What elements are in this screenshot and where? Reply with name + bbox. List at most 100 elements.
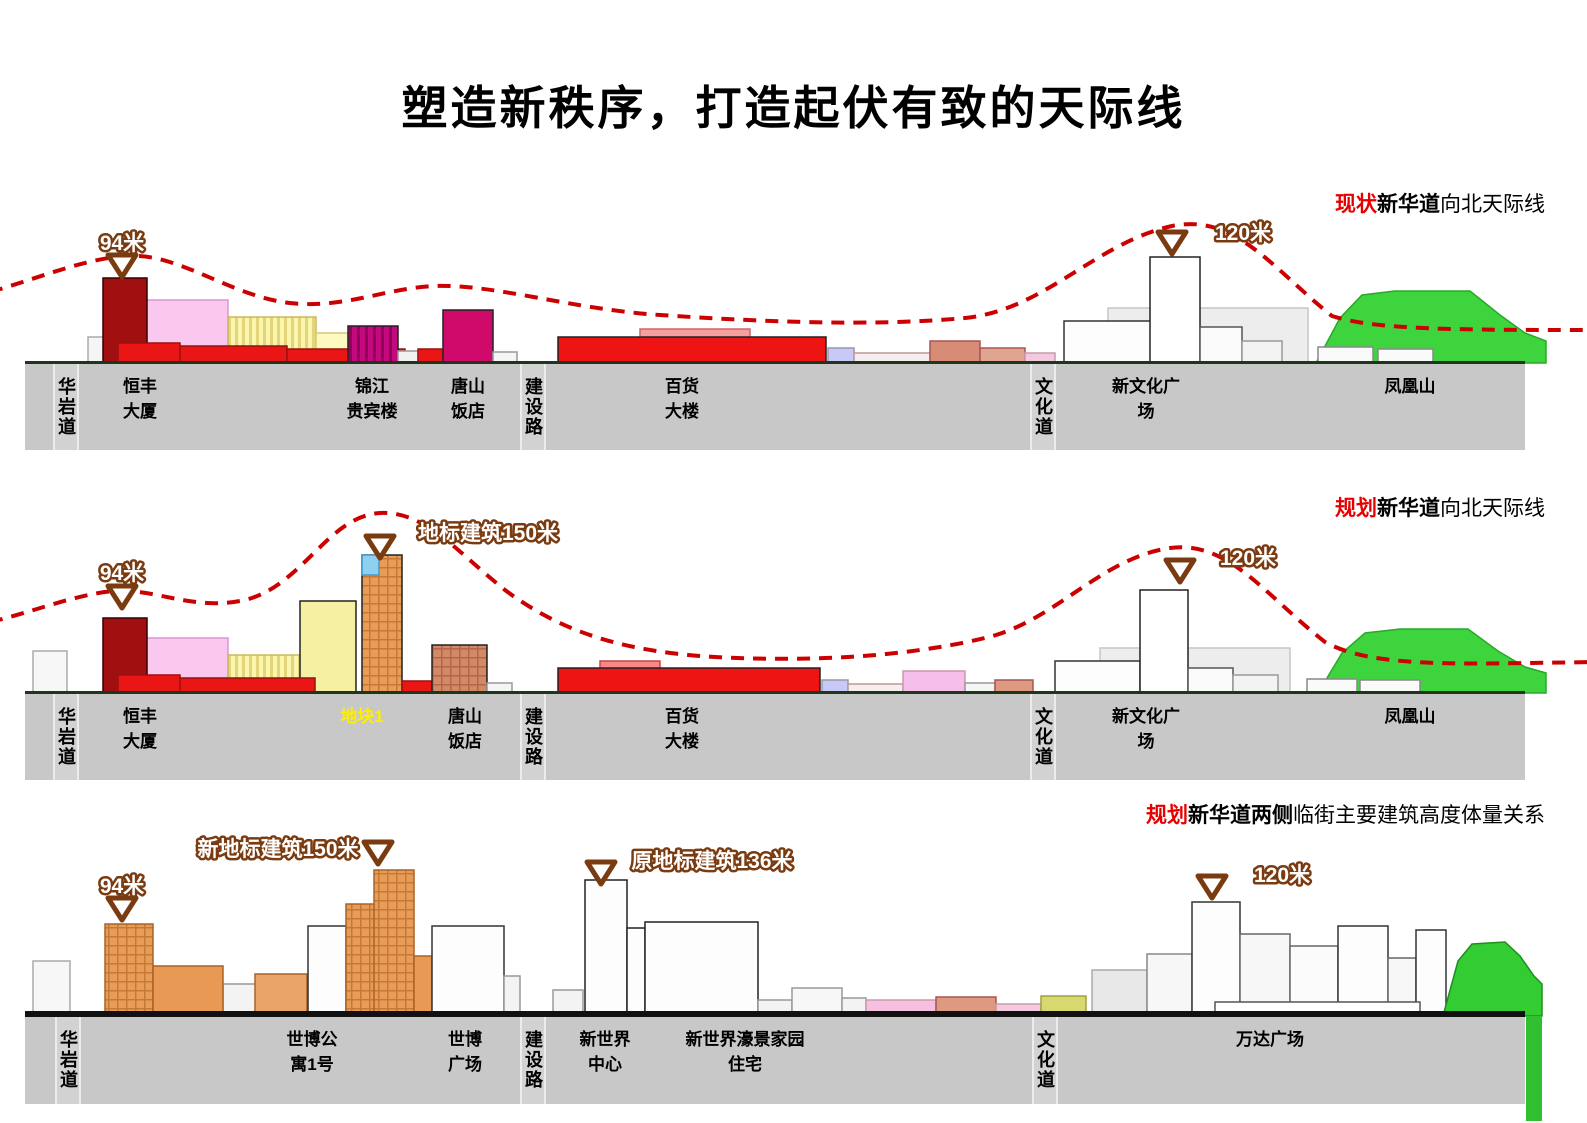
height-label: 120米 [1215,222,1272,245]
caption-road-name: 新华道两侧 [1188,804,1293,827]
place-label: 新文化广 场 [1112,377,1180,421]
background-block [1107,307,1309,364]
pink-lowrise [865,999,937,1017]
small-building [315,332,349,364]
height-label: 120米 [1254,864,1311,887]
white-lowrise [222,983,310,1017]
jinjiang-vip-building [347,325,399,364]
small-building [87,336,106,364]
red-lowrise [117,342,181,364]
white-podium [1063,320,1153,364]
olive-lowrise [1040,995,1087,1017]
street-label: 建设路 [520,693,546,780]
lavender-building [827,347,855,364]
new-landmark-tower-150m [373,869,415,1017]
small-building [964,682,996,694]
wanda-plaza-tower [1337,925,1389,1017]
salmon-lowrise [935,996,997,1017]
yellow-striped-building [227,654,305,694]
place-label: 万达广场 [1236,1030,1304,1049]
white-lowrise [791,987,843,1017]
orange-tower [345,903,377,1017]
orange-building [254,973,308,1017]
street-label: 文化道 [1030,363,1056,450]
caption-rest: 向北天际线 [1440,193,1545,216]
caption-planned-skyline: 规划新华道向北天际线 [1335,492,1545,522]
tangshan-hotel [431,644,488,694]
white-tower [307,925,347,1017]
red-lowrise [401,680,436,694]
wanda-plaza-tower [1191,901,1241,1017]
caption-rest: 临街主要建筑高度体量关系 [1293,804,1545,827]
height-marker-triangle-icon [363,533,397,561]
expo-plaza [431,925,505,1017]
caption-road-name: 新华道 [1377,193,1440,216]
caption-rest: 向北天际线 [1440,497,1545,520]
gray-podium [1091,969,1148,1017]
place-label: 百货 大楼 [665,377,699,421]
small-building [847,683,904,694]
red-lowrise [417,348,445,364]
small-building [1317,346,1374,364]
height-marker-triangle-icon [361,839,395,867]
hengfeng-tower [102,617,148,694]
skyline-envelope-curve [0,222,1587,332]
small-building [853,352,931,364]
caption-current-skyline: 现状新华道向北天际线 [1335,188,1545,218]
street-label: 建设路 [520,363,546,450]
hengfeng-tower [102,277,148,364]
place-label: 锦江 贵宾楼 [346,377,398,421]
green-edge-strip [1526,1016,1542,1121]
place-label: 地块1 [340,707,384,726]
place-label: 新世界濠景家园 住宅 [685,1030,805,1074]
yellow-striped-building [227,316,317,364]
height-label: 94米 [100,875,145,898]
small-building [1359,679,1421,694]
new-world-center-tower [584,879,628,1017]
page-title: 塑造新秩序，打造起伏有致的天际线 [401,82,1186,134]
height-marker-triangle-icon [105,252,139,280]
new-culture-plaza-tower [1139,589,1189,694]
place-label: 世博公 寓1号 [286,1030,338,1074]
tall-yellow-building [299,600,357,694]
tangshan-hotel [442,309,494,364]
white-building [1241,340,1283,364]
white-building [1187,667,1234,694]
caption-status-word: 规划 [1335,497,1377,520]
place-label: 恒丰 大厦 [123,377,157,421]
phoenix-hill [1316,628,1547,694]
red-lowrise [174,677,316,694]
street-label: 华岩道 [53,693,79,780]
department-store [557,336,827,364]
salmon-building [994,679,1034,694]
white-building [503,975,521,1017]
height-marker-triangle-icon [105,583,139,611]
white-podium [1054,660,1141,694]
white-building [626,927,646,1017]
place-label: 凤凰山 [1384,707,1436,726]
red-lowrise [117,674,181,694]
expo-apartment-tower [104,923,154,1017]
caption-road-name: 新华道 [1377,497,1440,520]
street-label: 建设路 [520,1016,546,1104]
pink-lowrise [995,1003,1042,1017]
pink-building [145,299,229,364]
height-label: 原地标建筑136米 [631,849,793,873]
place-label: 唐山 饭店 [451,377,485,421]
caption-status-word: 规划 [1146,804,1188,827]
white-building [1387,957,1417,1017]
small-building [1377,348,1434,364]
pink-lowrise [1024,352,1056,364]
white-lowrise [841,997,867,1017]
place-label: 世博 广场 [448,1030,482,1074]
skyline-envelope-curve [0,510,1587,666]
background-block [639,328,751,364]
white-podium [1214,1001,1421,1017]
phoenix-hill [1314,290,1547,364]
street-label: 华岩道 [55,1016,81,1104]
white-building [1232,674,1279,694]
height-marker-triangle-icon [1155,229,1189,257]
new-culture-plaza-tower [1149,256,1201,364]
